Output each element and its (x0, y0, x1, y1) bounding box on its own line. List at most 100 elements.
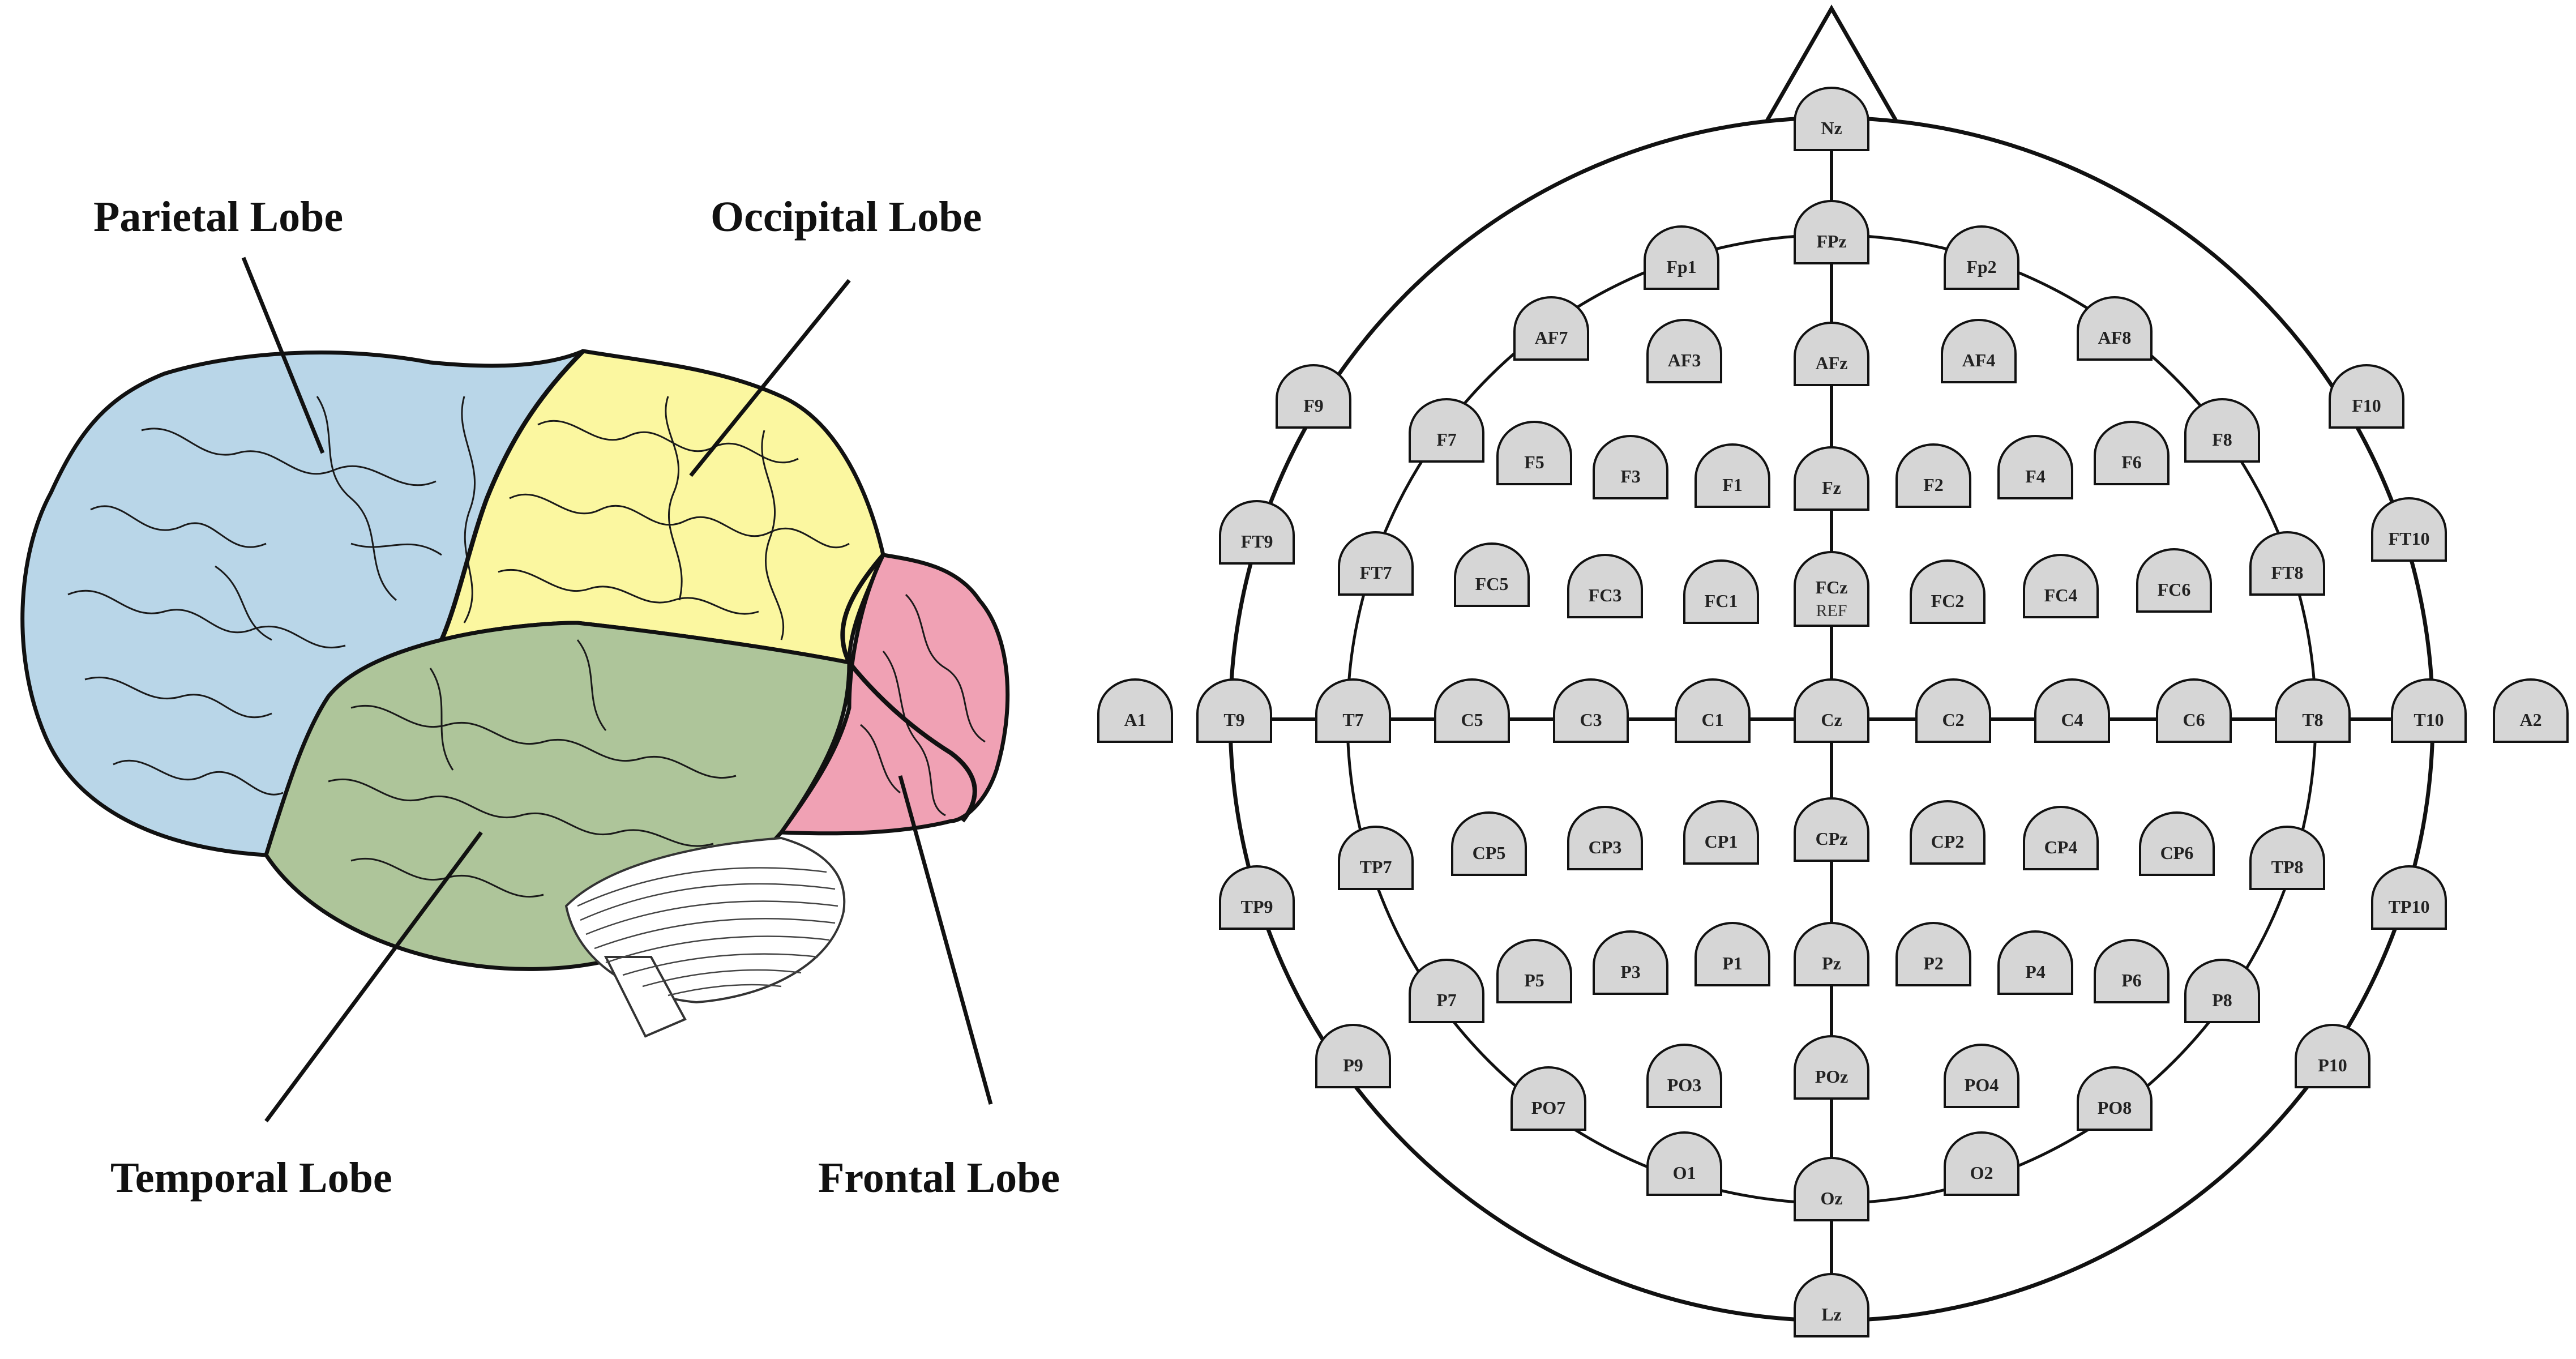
electrode-f4: F4 (1997, 435, 2073, 499)
electrode-t8: T8 (2275, 678, 2351, 743)
electrode-label: FT10 (2389, 528, 2430, 549)
frontal-lobe-region (777, 553, 1010, 836)
electrode-label: CP1 (1705, 831, 1738, 852)
electrode-shape (1794, 797, 1869, 862)
electrode-shape (2391, 678, 2467, 743)
electrode-lz: Lz (1794, 1273, 1869, 1337)
electrode-shape (1794, 322, 1869, 386)
electrode-fp2: Fp2 (1944, 225, 2019, 290)
electrode-a2: A2 (2493, 678, 2569, 743)
electrode-shape (1941, 319, 2017, 383)
electrode-label: F2 (1923, 475, 1944, 495)
electrode-fc3: FC3 (1567, 554, 1643, 618)
electrode-shape (1794, 1035, 1869, 1100)
electrode-shape (1451, 811, 1527, 876)
electrode-label: T8 (2302, 710, 2323, 730)
electrode-shape (2249, 531, 2325, 596)
electrode-t7: T7 (1315, 678, 1391, 743)
gyri-lines (67, 396, 986, 898)
cerebellum-striations (577, 867, 838, 997)
electrode-label: C1 (1701, 710, 1723, 730)
electrode-shape (1915, 678, 1991, 743)
electrode-shape (1196, 678, 1272, 743)
electrode-fc4: FC4 (2023, 554, 2099, 618)
electrode-p2: P2 (1895, 922, 1971, 986)
electrode-ft10: FT10 (2371, 497, 2447, 562)
electrode-shape (1315, 1024, 1391, 1088)
parieto-occipital-sulcus (439, 349, 585, 641)
electrode-shape (2329, 364, 2404, 429)
electrode-shape (1794, 446, 1869, 511)
electrode-shape (1895, 922, 1971, 986)
electrode-shape (1409, 959, 1484, 1023)
electrode-t9: T9 (1196, 678, 1272, 743)
electrode-cp1: CP1 (1683, 800, 1759, 865)
electrode-label: Pz (1822, 953, 1841, 973)
electrode-label: F1 (1722, 475, 1743, 495)
electrode-label: F4 (2025, 466, 2046, 486)
electrode-shape (1944, 225, 2019, 290)
electrode-cpz: CPz (1794, 797, 1869, 862)
electrode-shape (2156, 678, 2232, 743)
electrode-f2: F2 (1895, 443, 1971, 508)
electrode-af8: AF8 (2077, 296, 2153, 361)
electrode-shape (1496, 421, 1572, 485)
electrode-label: O2 (1970, 1163, 1993, 1183)
electrode-cp2: CP2 (1910, 800, 1986, 865)
nose-outline (1764, 4, 1899, 123)
electrode-label: Nz (1821, 118, 1842, 138)
electrode-p7: P7 (1409, 959, 1484, 1023)
electrode-label: P2 (1923, 953, 1944, 973)
electrode-label: AF7 (1535, 327, 1568, 348)
electrode-shape (1794, 200, 1869, 264)
electrode-shape (1513, 296, 1589, 361)
electrode-shape (1794, 551, 1869, 627)
electrode-label: O1 (1673, 1163, 1696, 1183)
electrode-shape (2023, 554, 2099, 618)
electrode-afz: AFz (1794, 322, 1869, 386)
electrode-c6: C6 (2156, 678, 2232, 743)
electrode-cp6: CP6 (2139, 811, 2215, 876)
electrode-shape (2094, 939, 2170, 1003)
electrode-label: FT7 (1360, 562, 1392, 583)
parietal-lobe-label: Parietal Lobe (93, 193, 343, 241)
electrode-label: TP8 (2271, 857, 2304, 877)
electrode-label: P10 (2318, 1055, 2347, 1075)
electrode-poz: POz (1794, 1035, 1869, 1100)
electrode-p4: P4 (1997, 930, 2073, 995)
electrode-shape (2493, 678, 2569, 743)
electrode-shape (1694, 922, 1770, 986)
electrode-o2: O2 (1944, 1131, 2019, 1196)
electrode-label: Fp1 (1666, 257, 1696, 277)
parietal-leader-line (241, 257, 325, 454)
lateral-sulcus (847, 661, 977, 823)
electrode-label: F7 (1436, 429, 1457, 450)
electrode-tp9: TP9 (1219, 865, 1295, 930)
electrode-shape (1097, 678, 1173, 743)
electrode-p3: P3 (1593, 930, 1668, 995)
electrode-shape (1895, 443, 1971, 508)
electrode-shape (1434, 678, 1510, 743)
electrode-label: CPz (1816, 828, 1848, 849)
electrode-shape (1794, 678, 1869, 743)
electrode-shape (2275, 678, 2351, 743)
electrode-ft7: FT7 (1338, 531, 1414, 596)
electrode-label: P6 (2121, 970, 2142, 990)
electrode-label: Fz (1822, 477, 1841, 498)
electrode-label: AF8 (2098, 327, 2132, 348)
electrode-c3: C3 (1553, 678, 1629, 743)
electrode-shape (1219, 865, 1295, 930)
electrode-shape (1694, 443, 1770, 508)
electrode-shape (2094, 421, 2170, 485)
electrode-p6: P6 (2094, 939, 2170, 1003)
electrode-label: P8 (2212, 990, 2232, 1010)
electrode-oz: Oz (1794, 1157, 1869, 1221)
electrode-label: F6 (2121, 452, 2142, 472)
electrode-label: FC5 (1475, 574, 1509, 594)
electrode-shape (1683, 559, 1759, 624)
electrode-label: CP3 (1589, 837, 1622, 857)
electrode-fz: Fz (1794, 446, 1869, 511)
electrode-label: TP9 (1241, 896, 1273, 917)
electrode-label: C3 (1580, 710, 1602, 730)
